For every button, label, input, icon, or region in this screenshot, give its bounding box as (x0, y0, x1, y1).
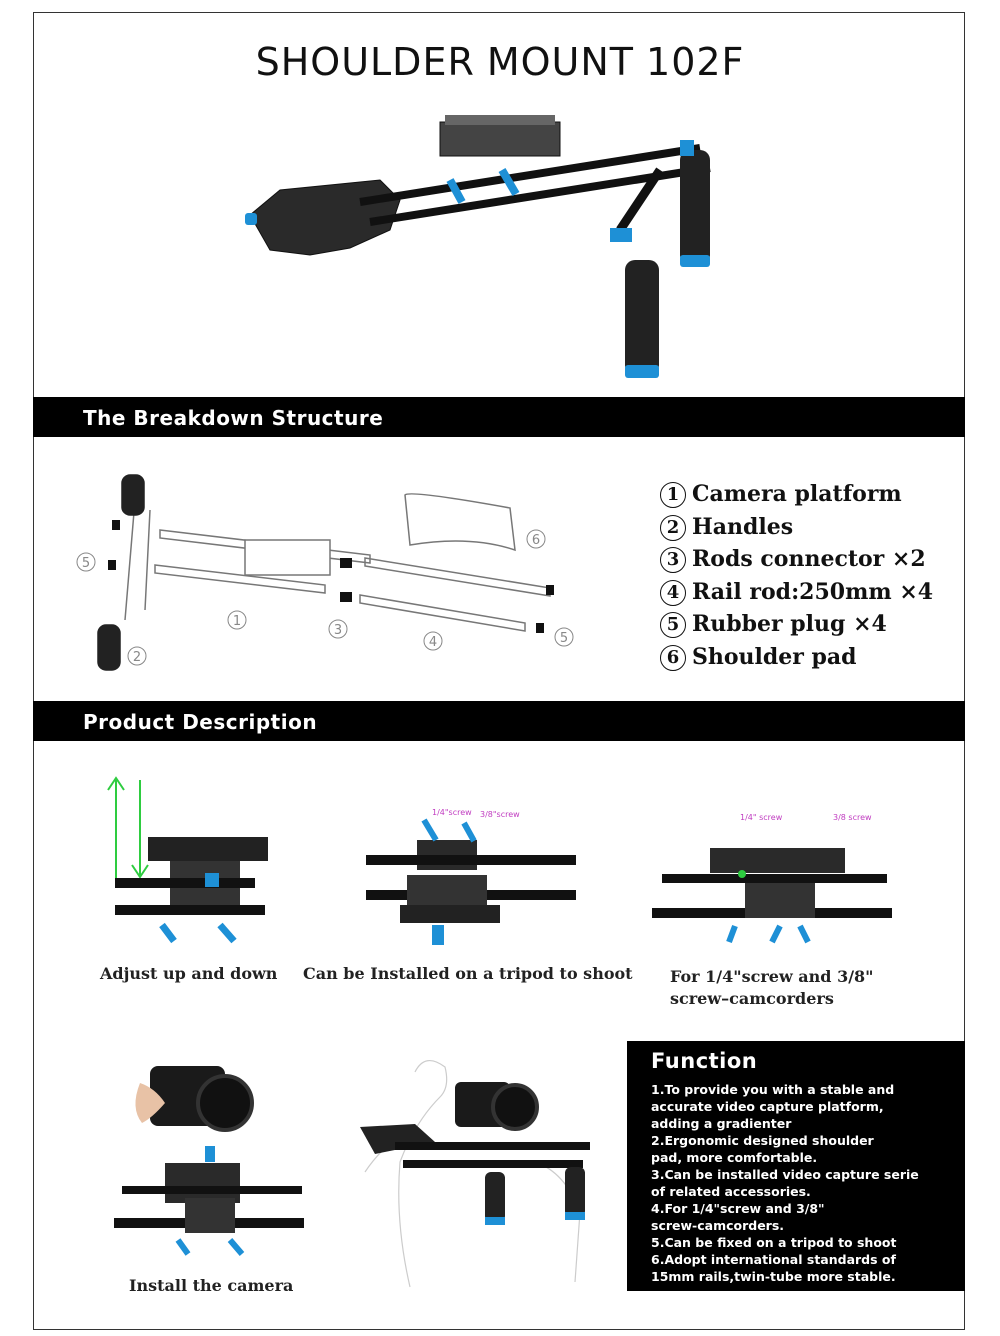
page-frame (33, 12, 965, 1330)
caption-install: Install the camera (129, 1276, 294, 1295)
section-title: Product Description (83, 710, 318, 734)
svg-text:3/8 screw: 3/8 screw (833, 813, 872, 822)
svg-text:4: 4 (429, 635, 437, 650)
svg-text:3/8"screw: 3/8"screw (480, 810, 520, 819)
breakdown-diagram: 1 2 3 4 5 5 6 (76, 474, 574, 671)
svg-text:1/4"screw: 1/4"screw (432, 808, 472, 817)
screw-mount-image: 1/4" screw 3/8 screw (652, 813, 892, 944)
tripod-install-image: 1/4"screw 3/8"screw (366, 808, 576, 945)
svg-text:3: 3 (334, 623, 342, 638)
svg-text:2: 2 (133, 650, 141, 665)
svg-text:5: 5 (82, 556, 90, 571)
function-list: 1.To provide you with a stable and accur… (651, 1082, 919, 1284)
svg-text:1/4" screw: 1/4" screw (740, 813, 783, 822)
install-camera-image (114, 1066, 304, 1256)
section-bar-breakdown: The Breakdown Structure (33, 397, 965, 437)
function-box: Function 1.To provide you with a stable … (627, 1041, 965, 1291)
caption-adjust: Adjust up and down (100, 964, 278, 983)
caption-tripod: Can be Installed on a tripod to shoot (303, 964, 633, 983)
mounted-rig-image (360, 1060, 590, 1288)
adjust-height-image (107, 776, 268, 944)
svg-text:1: 1 (233, 614, 241, 629)
svg-text:6: 6 (532, 533, 540, 548)
caption-screw: For 1/4"screw and 3/8" screw–camcorders (670, 967, 874, 1008)
svg-text:5: 5 (560, 631, 568, 646)
section-title: The Breakdown Structure (83, 406, 384, 430)
function-title: Function (651, 1049, 758, 1073)
shoulder-mount-image (245, 115, 711, 378)
section-bar-description: Product Description (33, 701, 965, 741)
